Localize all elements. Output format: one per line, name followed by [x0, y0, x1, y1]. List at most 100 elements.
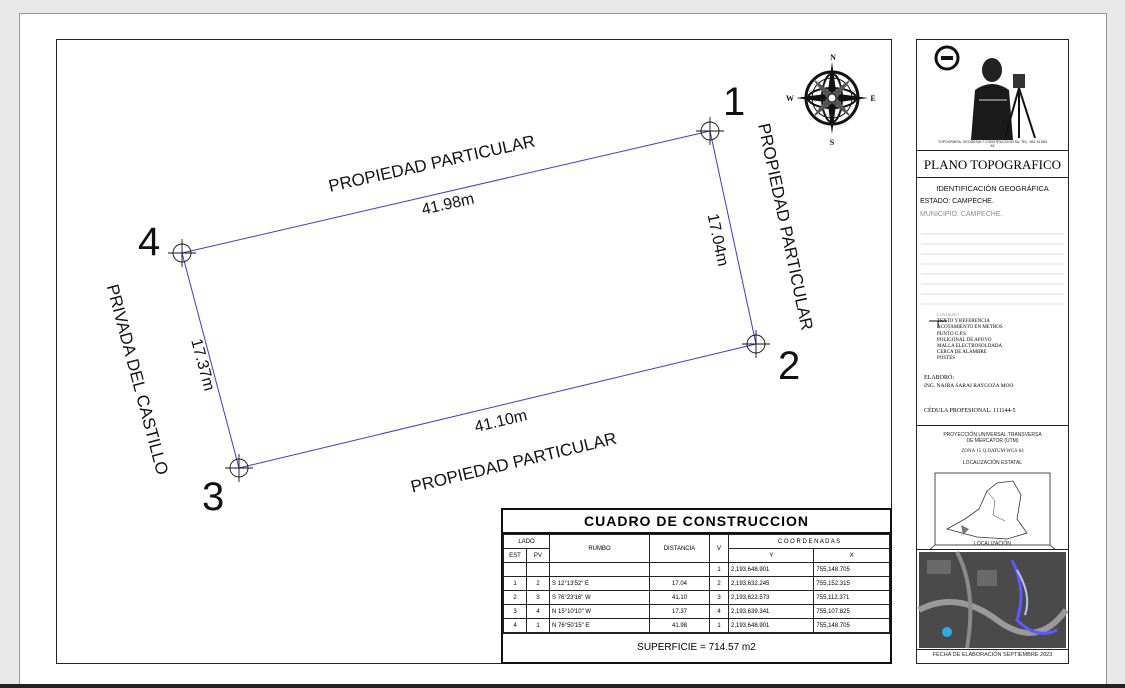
cell-est: 4: [503, 618, 527, 633]
header-est: EST: [503, 548, 527, 563]
cell-y: 2,193,622.573: [727, 590, 815, 605]
table-row-start: 1 2,193,648.901 755,148.705: [503, 562, 890, 577]
cell-y: 2,193,632.245: [727, 576, 815, 591]
point-label-2: 2: [778, 344, 800, 388]
superficie: SUPERFICIE = 714.57 m2: [503, 633, 890, 662]
table-row: 1 2 S 12°13'52" E 17.04 2 2,193,632.245 …: [503, 576, 890, 591]
cell-v: 1: [709, 562, 729, 577]
identificacion-heading: IDENTIFICACIÓN GEOGRÁFICA: [936, 184, 1049, 193]
localizacion-label: LOCALIZACIÓN: [974, 541, 1011, 547]
plan-view: 1 2 3 4 41.98m 17.04m 41.10m 17.37m PROP…: [103, 53, 876, 519]
neighbor-left: PRIVADA DEL CASTILLO: [103, 282, 172, 477]
table-row: 3 4 N 15°10'10" W 17.37 4 2,193,639.341 …: [503, 604, 890, 619]
point-label-3: 3: [202, 475, 224, 519]
logo-section: TOPOGRAFIA, GEODESIA Y CONSTRUCCION SA. …: [917, 40, 1068, 151]
vertex-marker-4: [168, 239, 196, 267]
header-coordenadas: C O O R D E N A D A S: [728, 534, 890, 549]
cedula: CÉDULA PROFESIONAL. 111144-5: [924, 408, 1016, 414]
cell-est: 1: [503, 576, 527, 591]
blurred-text: [921, 225, 1064, 305]
loc-estatal: LOCALIZACIÓN ESTATAL: [962, 460, 1023, 466]
legend-item: POLIGONAL DE APOYO: [937, 337, 992, 343]
cell-rumbo: N 15°10'10" W: [549, 604, 650, 619]
neighbor-right: PROPIEDAD PARTICULAR: [754, 122, 816, 332]
legend-symbol-icon: [929, 316, 947, 334]
cell-v: 3: [709, 590, 729, 605]
cell-distancia: 41.10: [649, 590, 710, 605]
table-row: 4 1 N 76°50'15" E 41.98 1 2,193,648.901 …: [503, 618, 890, 633]
cell-pv: 3: [526, 590, 550, 605]
header-lado: LADO: [503, 534, 550, 549]
sheet-bottom-edge: [0, 684, 1125, 688]
side-length-bottom: 41.10m: [473, 407, 529, 436]
projection-section: PROYECCIÓN UNIVERSAL TRANSVERSA DE MERCA…: [917, 426, 1068, 550]
cell-v: 4: [709, 604, 729, 619]
cell-rumbo: S 12°13'52" E: [549, 576, 650, 591]
vertex-marker-2: [742, 330, 770, 358]
compass-e: E: [870, 94, 875, 103]
cell-x: 755,112.371: [813, 590, 890, 605]
legend-item: MALLA ELECTROSOLDADA: [937, 344, 1003, 350]
cell-distancia: 41.98: [649, 618, 710, 633]
table-row: 2 3 S 76°23'16" W 41.10 3 2,193,622.573 …: [503, 590, 890, 605]
cell-x: 755,148.705: [813, 618, 890, 633]
cell-x: 755,107.825: [813, 604, 890, 619]
vertex-marker-3: [225, 454, 253, 482]
legend-list: LINDERO TEXTO Y REFERENCIA ACOTAMIENTO E…: [937, 313, 1003, 363]
cell-rumbo: N 76°50'15" E: [549, 618, 650, 633]
surveyor-logo-icon: [934, 45, 1036, 140]
cell-pv: 1: [526, 618, 550, 633]
vertex-marker-1: [696, 117, 724, 145]
cell-pv: 4: [526, 604, 550, 619]
zona: ZONA 15 Q DATUM WGS 84: [961, 449, 1024, 454]
plan-title: PLANO TOPOGRAFICO: [917, 151, 1068, 178]
cell-est: 3: [503, 604, 527, 619]
proyeccion-1: PROYECCIÓN UNIVERSAL TRANSVERSA: [943, 432, 1042, 438]
title-block: TOPOGRAFIA, GEODESIA Y CONSTRUCCION SA. …: [916, 39, 1069, 664]
side-length-top: 41.98m: [420, 191, 476, 219]
header-rumbo: RUMBO: [549, 534, 650, 563]
cell-y: 2,193,648.901: [727, 562, 815, 577]
legend-item: PUNTO G.P.S: [937, 331, 966, 337]
proyeccion-2: DE MERCATOR (UTM): [966, 438, 1019, 444]
cell-v: 2: [709, 576, 729, 591]
neighbor-top: PROPIEDAD PARTICULAR: [327, 132, 537, 196]
construction-table-grid: LADO RUMBO DISTANCIA V C O O R D E N A D…: [503, 534, 890, 633]
fecha: FECHA DE ELABORACIÓN SEPTIEMBRE 2023: [932, 652, 1053, 658]
header-v: V: [709, 534, 729, 563]
legend-item: CERCA DE ALAMBRE: [937, 350, 987, 356]
identification-section: IDENTIFICACIÓN GEOGRÁFICA ESTADO: CAMPEC…: [917, 178, 1068, 426]
estado: ESTADO: CAMPECHE.: [920, 198, 994, 205]
construction-table: CUADRO DE CONSTRUCCION LADO RUMBO DISTAN…: [501, 508, 892, 664]
elaboro-label: ELABORÓ:: [924, 375, 954, 381]
side-length-right: 17.04m: [704, 212, 732, 268]
local-map: [917, 551, 1069, 649]
state-map: [929, 472, 1056, 549]
cell-y: 2,193,648.901: [727, 618, 815, 633]
cell-pv: 2: [526, 576, 550, 591]
header-y: Y: [727, 548, 815, 563]
header-x: X: [813, 548, 890, 563]
point-label-1: 1: [723, 80, 745, 124]
compass-rose-icon: [796, 62, 868, 134]
cell-y: 2,193,639.341: [727, 604, 815, 619]
header-pv: PV: [526, 548, 550, 563]
compass-s: S: [830, 138, 835, 147]
legend-item: LINDERO: [937, 313, 959, 318]
legend-item: POSTES: [937, 356, 956, 362]
cell-x: 755,152.315: [813, 576, 890, 591]
legend-item: ACOTAMIENTO EN METROS: [937, 325, 1003, 331]
legend-item: TEXTO Y REFERENCIA: [937, 319, 990, 325]
cell-rumbo: S 76°23'16" W: [549, 590, 650, 605]
municipio: MUNICIPIO: CAMPECHE.: [920, 211, 1003, 218]
elaboro-name: ING. NAJRA SARAI RAYGOZA MOO: [924, 383, 1014, 389]
cell-x: 755,148.705: [813, 562, 890, 577]
neighbor-bottom: PROPIEDAD PARTICULAR: [409, 429, 619, 497]
header-distancia: DISTANCIA: [649, 534, 710, 563]
cell-est: 2: [503, 590, 527, 605]
logo-caption: TOPOGRAFIA, GEODESIA Y CONSTRUCCION SA. …: [937, 140, 1048, 148]
construction-table-title: CUADRO DE CONSTRUCCION: [503, 510, 890, 534]
cell-v: 1: [709, 618, 729, 633]
drawing-frame: 1 2 3 4 41.98m 17.04m 41.10m 17.37m PROP…: [56, 39, 892, 664]
compass-n: N: [830, 53, 836, 62]
